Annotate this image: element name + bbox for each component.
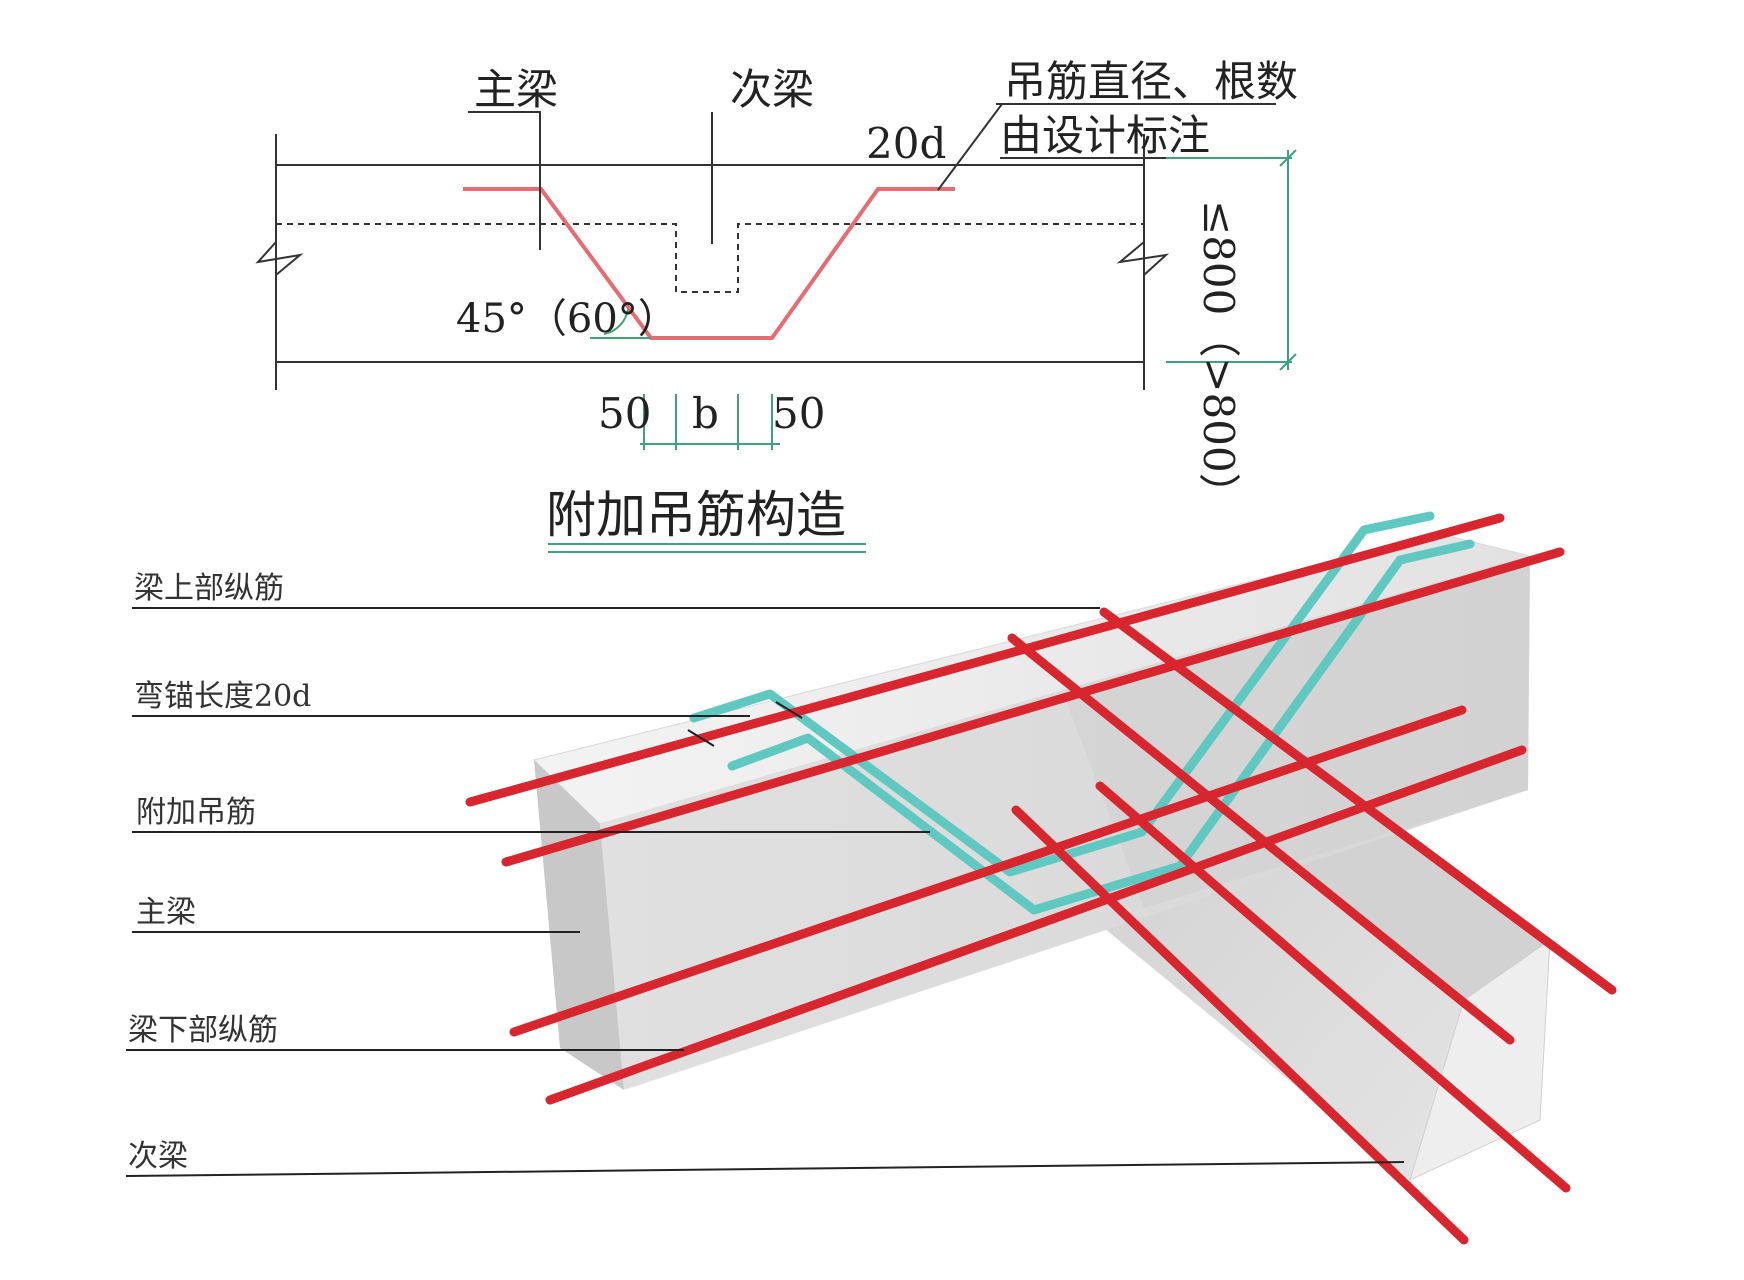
secondary-bottom-bar-1 xyxy=(1011,805,1469,1245)
top-bar-1 xyxy=(465,513,1505,807)
bar-spec-label-line1: 吊筋直径、根数 xyxy=(1004,57,1298,106)
legend-leaders xyxy=(125,607,1405,1177)
isometric-view: 梁上部纵筋 弯锚长度20d 附加吊筋 主梁 梁下部纵筋 次梁 xyxy=(125,511,1617,1245)
diagram-title: 附加吊筋构造 xyxy=(546,486,846,544)
legend-secondary-beam: 次梁 xyxy=(128,1139,188,1174)
section-detail: 主梁 次梁 吊筋直径、根数 由设计标注 20d 45°（60°） ≤800（>8… xyxy=(255,57,1298,553)
dim-mid-label: b xyxy=(692,389,719,438)
secondary-beam-label: 次梁 xyxy=(730,65,814,114)
top-longitudinal-bars xyxy=(465,513,1617,1045)
secondary-bottom-bar-2 xyxy=(1095,781,1571,1193)
angle-arc xyxy=(603,308,629,335)
dim-right-label: 50 xyxy=(772,389,825,438)
height-dimension xyxy=(1166,149,1297,371)
bottom-longitudinal-bars xyxy=(509,705,1571,1245)
anchor-ticks xyxy=(687,701,803,747)
secondary-top-bar-2 xyxy=(1099,607,1617,995)
hanger-bars-3d xyxy=(689,511,1475,915)
legend-bottom-longitudinal-bar: 梁下部纵筋 xyxy=(128,1013,278,1048)
angle-label: 45°（60°） xyxy=(456,296,678,342)
legend-hanger-bar: 附加吊筋 xyxy=(136,795,256,830)
legend-top-longitudinal-bar: 梁上部纵筋 xyxy=(134,571,284,606)
height-condition-label: ≤800（>800） xyxy=(1194,200,1243,515)
title-underline xyxy=(548,543,866,553)
main-beam-label: 主梁 xyxy=(474,65,558,114)
secondary-beam-dashed xyxy=(276,223,1144,293)
legend-anchor-length: 弯锚长度20d xyxy=(134,679,311,714)
hanger-bar-2d xyxy=(463,187,955,340)
bottom-bar-1 xyxy=(509,705,1467,1037)
dim-left-label: 50 xyxy=(598,389,651,438)
hanger-bar-back xyxy=(689,511,1435,877)
secondary-top-bar-1 xyxy=(1007,633,1515,1045)
top-bar-2 xyxy=(501,547,1565,867)
main-beam-outline xyxy=(255,134,1170,390)
bar-spec-label-line2: 由设计标注 xyxy=(1000,111,1210,160)
leader-lines xyxy=(468,103,1276,250)
bottom-bar-2 xyxy=(545,745,1527,1105)
anchor-length-label: 20d xyxy=(866,119,946,168)
width-dimension xyxy=(640,394,780,450)
hanger-bar-front xyxy=(727,539,1475,915)
legend-main-beam: 主梁 xyxy=(136,895,196,930)
